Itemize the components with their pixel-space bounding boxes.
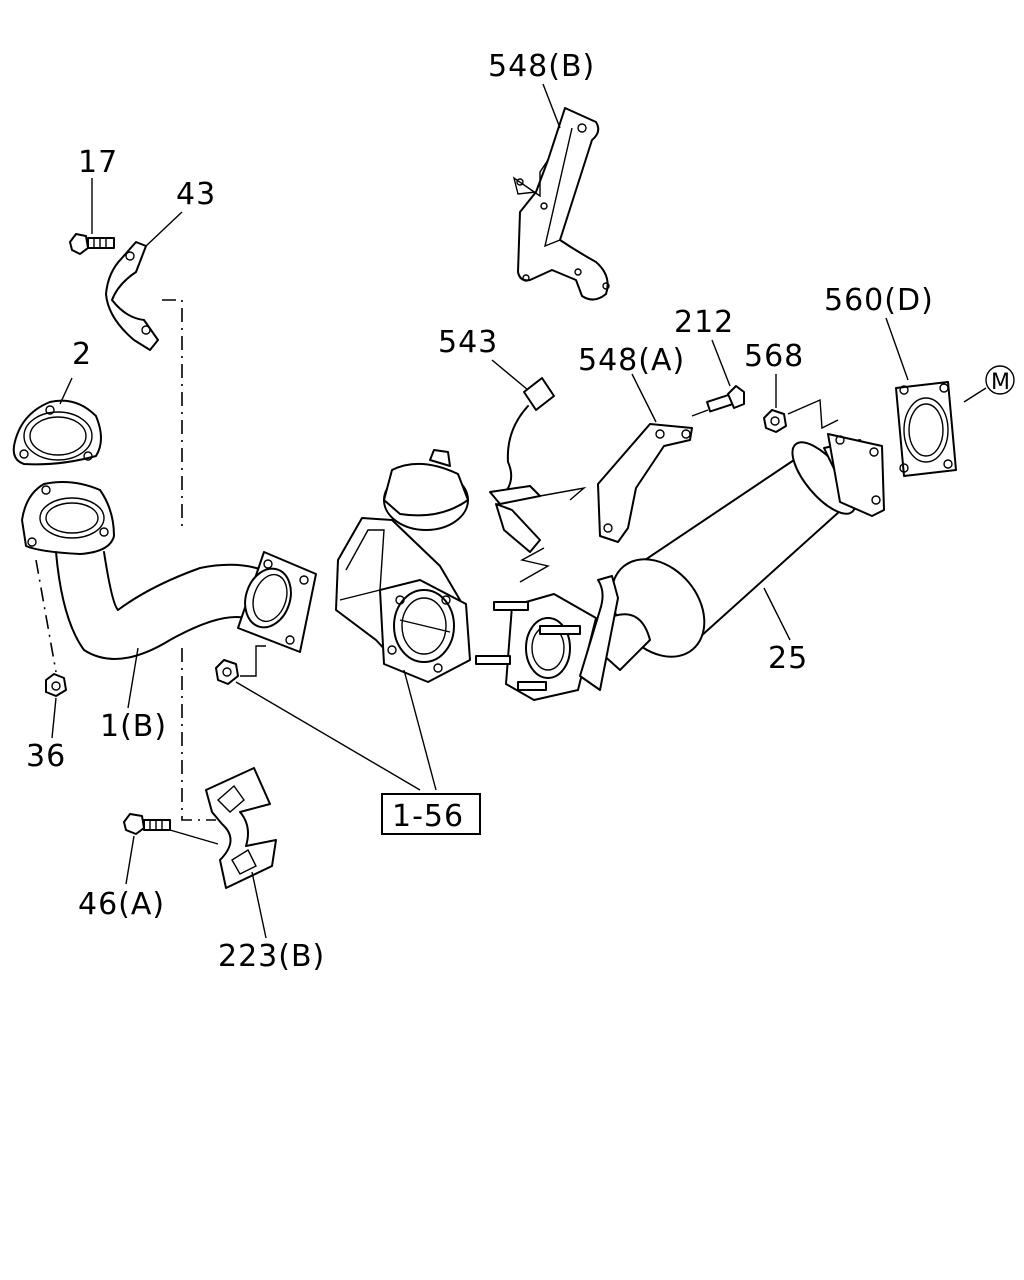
gasket-2 (12, 399, 102, 466)
label-548a: 548(A) (578, 343, 685, 378)
pipe-1b (21, 481, 317, 660)
flange-studs (475, 547, 619, 701)
label-1b: 1(B) (100, 709, 167, 744)
label-box-156 (381, 793, 481, 835)
bracket-548a (597, 423, 693, 543)
label-2: 2 (72, 337, 92, 372)
bolt-46a (123, 813, 219, 845)
converter-25 (599, 433, 885, 671)
clamp-223b (205, 767, 277, 889)
leader-223b (251, 871, 267, 939)
leader-43 (145, 211, 183, 247)
label-560d: 560(D) (824, 283, 934, 318)
gasket-560d (895, 381, 957, 477)
leader-25 (763, 587, 791, 641)
label-36: 36 (26, 739, 66, 774)
leader-m (963, 387, 987, 403)
sensor-543 (489, 377, 587, 553)
leader-36 (51, 697, 57, 739)
leader-548a (631, 373, 657, 423)
label-568: 568 (744, 339, 804, 374)
leader-46a (125, 835, 135, 885)
label-543: 543 (438, 325, 498, 360)
label-212: 212 (674, 305, 734, 340)
leader-156-b (403, 669, 437, 791)
leader-543 (491, 359, 529, 391)
label-156: 1-56 (392, 799, 464, 834)
dash-clamp-bottom (181, 648, 216, 821)
clamp-43 (105, 241, 159, 351)
leader-560d (885, 317, 909, 381)
leader-212 (711, 339, 731, 387)
label-43: 43 (176, 177, 216, 212)
label-25: 25 (768, 641, 808, 676)
valve-assembly (335, 449, 471, 683)
nut-568 (763, 398, 839, 433)
reference-circle-m (985, 365, 1015, 395)
label-223b: 223(B) (218, 939, 325, 974)
leader-2 (59, 377, 73, 405)
bolt-17 (69, 233, 115, 255)
leader-156-a (235, 681, 421, 791)
leader-548b (542, 83, 561, 129)
label-46a: 46(A) (78, 887, 165, 922)
bolt-212 (691, 385, 745, 417)
leader-1b (127, 647, 139, 709)
label-m: M (991, 370, 1011, 395)
dash-clamp-top (162, 299, 183, 530)
dash-36 (35, 559, 57, 673)
label-548b: 548(B) (488, 49, 595, 84)
nut-36 (45, 673, 67, 697)
small-nut (215, 645, 266, 685)
bracket-548b (512, 107, 610, 301)
label-17: 17 (78, 145, 118, 180)
